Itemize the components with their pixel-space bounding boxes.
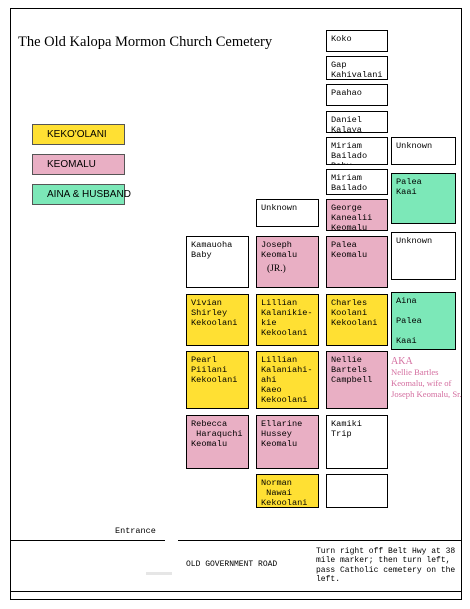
plot-label: Nellie Bartels Campbell [331, 355, 373, 385]
plot-empty [326, 474, 388, 508]
plot-unknown-r1: Unknown [391, 137, 456, 165]
plot-unknown-r2: Unknown [391, 232, 456, 280]
plot-label: Gap Kahivalani [331, 60, 383, 80]
aka-note: AKA Nellie Bartles Keomalu, wife of Jose… [391, 356, 467, 400]
plot-lillian1: Lillian Kalanikie- kie Kekoolani [256, 294, 319, 346]
plot-ellarine: Ellarine Hussey Keomalu [256, 415, 319, 469]
plot-label: Unknown [261, 203, 298, 213]
plot-label: Lillian Kalanikie- kie Kekoolani [261, 298, 313, 338]
plot-pearl: Pearl Piilani Kekoolani [186, 351, 249, 409]
road-label: OLD GOVERNMENT ROAD [186, 560, 278, 569]
plot-label: Kamiki Trip [331, 419, 362, 439]
plot-kamauoha: Kamauoha Baby [186, 236, 249, 288]
aka-head: AKA [391, 356, 413, 367]
plot-label: Ellarine Hussey Keomalu [261, 419, 303, 449]
plot-label: Norman Nawai Kekoolani [261, 478, 308, 508]
plot-label: Palea Keomalu [331, 240, 368, 260]
plot-label: Vivian Shirley Kekoolani [191, 298, 238, 328]
plot-label: Unknown [396, 236, 433, 246]
plot-miriam1: Miriam Bailado Baby [326, 137, 388, 165]
plot-gap: Gap Kahivalani [326, 56, 388, 80]
plot-label: Unknown [396, 141, 433, 151]
plot-miriam2: Miriam Bailado Baby [326, 169, 388, 195]
plot-label: Aina Palea Kaai [396, 296, 422, 346]
plot-vivian: Vivian Shirley Kekoolani [186, 294, 249, 346]
plot-label: Palea Kaai [396, 177, 422, 197]
road-edge-top-right [178, 540, 462, 541]
plot-label: George Kanealii Keomalu [331, 203, 373, 231]
plot-label: Koko [331, 34, 352, 44]
directions-note: Turn right off Belt Hwy at 38 mile marke… [316, 547, 456, 585]
plot-george: George Kanealii Keomalu [326, 199, 388, 231]
plot-norman: Norman Nawai Kekoolani [256, 474, 319, 508]
map-title: The Old Kalopa Mormon Church Cemetery [18, 34, 273, 50]
plot-daniel: Daniel Kalaya Kapala [326, 111, 388, 133]
scan-smudge [146, 572, 172, 575]
plot-aina: Aina Palea Kaai [391, 292, 456, 350]
plot-unknown-m: Unknown [256, 199, 319, 227]
plot-label: Joseph Keomalu [261, 240, 298, 260]
plot-label: Lillian Kalaniahi- ahi Kaeo Kekoolani [261, 355, 313, 405]
road-edge-top [10, 540, 165, 541]
legend-keomalu: KEOMALU [32, 154, 125, 175]
plot-label: Kamauoha Baby [191, 240, 233, 260]
plot-kamiki: Kamiki Trip [326, 415, 388, 469]
plot-paahao: Paahao [326, 84, 388, 106]
plot-lillian2: Lillian Kalaniahi- ahi Kaeo Kekoolani [256, 351, 319, 409]
road-edge-bottom [10, 591, 462, 592]
plot-charles: Charles Koolani Kekoolani [326, 294, 388, 346]
legend-aina-husband: AINA & HUSBAND [32, 184, 131, 205]
plot-nellie: Nellie Bartels Campbell [326, 351, 388, 409]
plot-sublabel: (JR.) [267, 264, 286, 274]
plot-palea-top: Palea Kaai [391, 173, 456, 224]
plot-label: Paahao [331, 88, 362, 98]
plot-koko: Koko [326, 30, 388, 52]
plot-label: Miriam Bailado Baby [331, 141, 368, 164]
plot-joseph: Joseph Keomalu (JR.) [256, 236, 319, 288]
plot-label: Pearl Piilani Kekoolani [191, 355, 238, 385]
plot-label: Charles Koolani Kekoolani [331, 298, 378, 328]
plot-label: Daniel Kalaya Kapala [331, 115, 362, 133]
plot-label: Miriam Bailado Baby [331, 173, 368, 194]
entrance-label: Entrance [115, 526, 156, 536]
aka-body: Nellie Bartles Keomalu, wife of Joseph K… [391, 367, 462, 399]
plot-palea-k: Palea Keomalu [326, 236, 388, 288]
plot-label: Rebecca Haraquchi Keomalu [191, 419, 243, 449]
cemetery-map [10, 8, 462, 600]
plot-rebecca: Rebecca Haraquchi Keomalu [186, 415, 249, 469]
legend-keokolani: KEKO'OLANI [32, 124, 125, 145]
